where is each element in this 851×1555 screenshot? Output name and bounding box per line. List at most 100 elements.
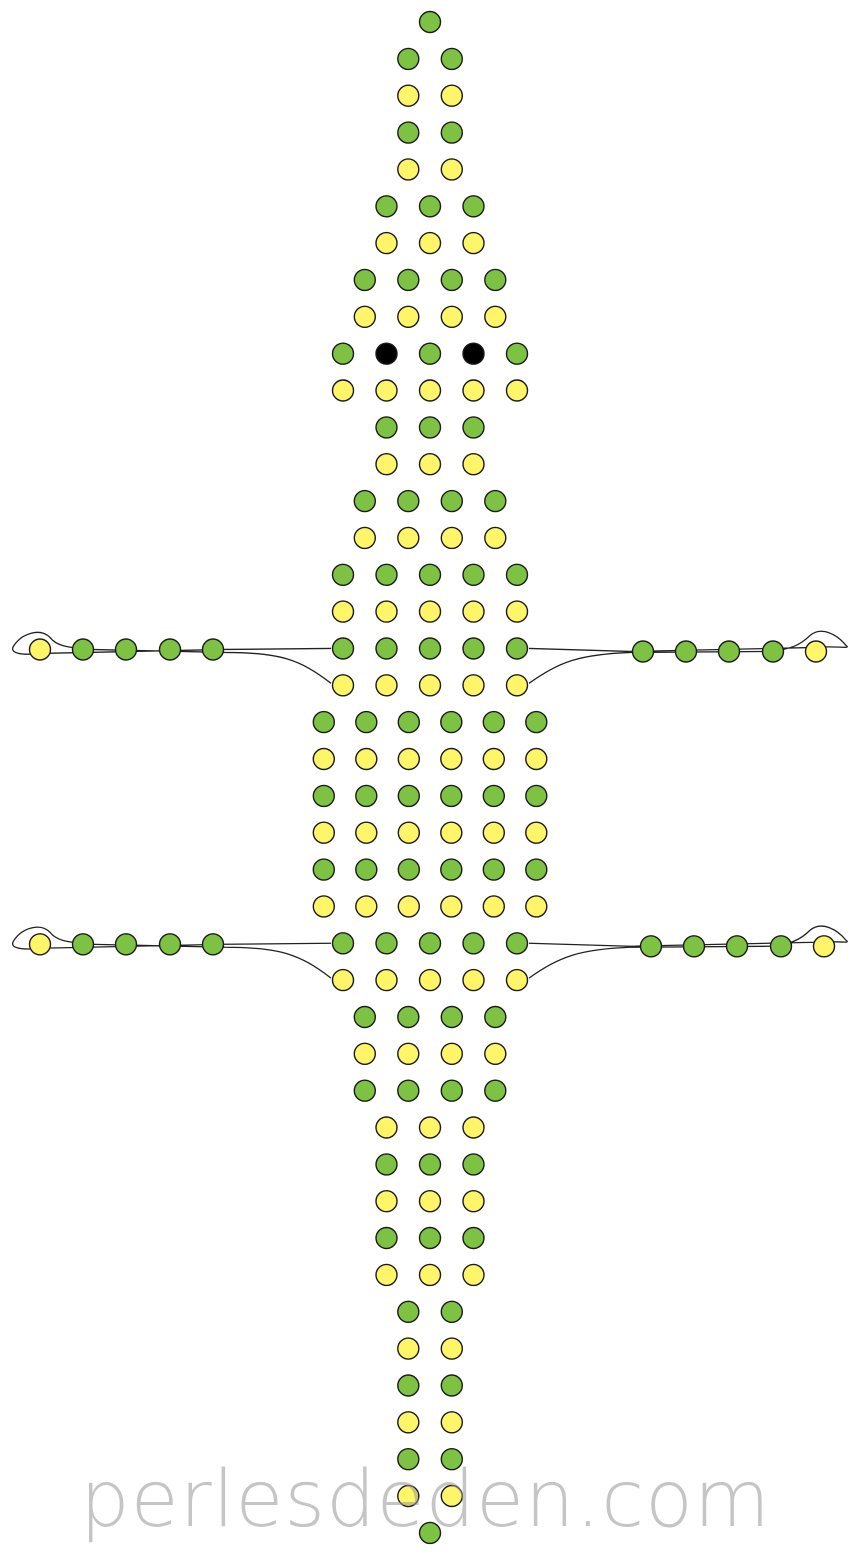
green-bead	[355, 784, 378, 808]
green-bead	[440, 489, 463, 513]
green-bead	[397, 121, 420, 144]
yellow-bead	[462, 379, 485, 402]
left-leg-wire	[12, 631, 332, 684]
yellow-bead	[525, 895, 548, 918]
green-bead	[418, 342, 442, 365]
yellow-bead	[440, 84, 463, 107]
green-bead	[525, 858, 548, 881]
green-bead	[355, 858, 378, 881]
green-bead	[525, 784, 548, 808]
yellow-bead	[355, 747, 378, 771]
yellow-bead	[462, 1263, 485, 1287]
green-bead	[71, 933, 95, 956]
yellow-bead	[482, 895, 505, 918]
yellow-bead	[418, 379, 442, 402]
green-bead	[312, 784, 335, 808]
green-bead	[440, 858, 463, 881]
yellow-bead	[397, 895, 420, 918]
yellow-bead	[440, 526, 463, 550]
yellow-bead	[440, 821, 463, 844]
green-bead	[462, 1153, 485, 1176]
green-bead	[201, 933, 225, 956]
green-bead	[418, 416, 442, 439]
green-bead	[440, 268, 463, 292]
bead-grid	[28, 10, 836, 1545]
yellow-bead	[355, 821, 378, 844]
green-bead	[440, 1079, 463, 1102]
yellow-bead	[462, 453, 485, 476]
yellow-bead	[353, 1042, 376, 1066]
yellow-bead	[418, 968, 442, 992]
yellow-bead	[440, 895, 463, 918]
yellow-bead	[440, 1042, 463, 1066]
green-bead	[418, 563, 442, 586]
green-bead	[440, 47, 463, 71]
green-bead	[397, 1447, 420, 1471]
green-bead	[482, 710, 505, 734]
yellow-bead	[375, 674, 398, 697]
green-bead	[312, 710, 335, 734]
yellow-bead	[312, 821, 335, 844]
green-bead	[331, 563, 355, 586]
green-bead	[462, 932, 485, 955]
yellow-bead	[375, 453, 398, 476]
green-bead	[440, 1374, 463, 1397]
green-bead	[639, 935, 663, 958]
yellow-bead	[462, 231, 485, 255]
green-bead	[440, 1005, 463, 1029]
yellow-bead	[505, 600, 529, 623]
green-bead	[375, 637, 398, 660]
green-bead	[418, 1521, 442, 1545]
green-bead	[397, 1300, 420, 1324]
yellow-bead	[418, 674, 442, 697]
green-bead	[397, 268, 420, 292]
green-bead	[484, 1079, 507, 1102]
yellow-bead	[355, 895, 378, 918]
yellow-bead	[505, 968, 529, 992]
left-leg-wire	[12, 926, 332, 979]
yellow-bead	[375, 231, 398, 255]
yellow-bead	[375, 1263, 398, 1287]
yellow-bead	[484, 1042, 507, 1066]
right-leg-wire	[528, 925, 848, 979]
yellow-bead	[462, 968, 485, 992]
green-bead	[355, 710, 378, 734]
eye-bead	[462, 342, 485, 365]
green-bead	[418, 10, 442, 34]
yellow-bead	[440, 1337, 463, 1360]
yellow-bead	[440, 1411, 463, 1434]
yellow-bead	[440, 158, 463, 181]
yellow-bead	[353, 305, 376, 328]
green-bead	[631, 640, 655, 663]
yellow-bead	[331, 379, 355, 402]
green-bead	[418, 1153, 442, 1176]
yellow-bead	[484, 526, 507, 550]
yellow-bead	[375, 1189, 398, 1213]
green-bead	[375, 195, 398, 218]
yellow-bead	[312, 895, 335, 918]
green-bead	[484, 1005, 507, 1029]
green-bead	[331, 342, 355, 365]
green-bead	[505, 932, 529, 955]
green-bead	[674, 640, 698, 663]
green-bead	[505, 342, 529, 365]
green-bead	[397, 710, 420, 734]
green-bead	[505, 563, 529, 586]
yellow-bead	[525, 747, 548, 771]
green-bead	[397, 489, 420, 513]
eye-bead	[375, 342, 398, 365]
green-bead	[114, 638, 138, 661]
yellow-bead	[353, 526, 376, 550]
yellow-bead	[312, 747, 335, 771]
yellow-bead	[462, 600, 485, 623]
green-bead	[769, 935, 793, 958]
green-bead	[462, 563, 485, 586]
green-bead	[440, 1300, 463, 1324]
yellow-bead	[440, 305, 463, 328]
green-bead	[375, 563, 398, 586]
yellow-bead	[331, 674, 355, 697]
yellow-bead	[331, 600, 355, 623]
green-bead	[375, 416, 398, 439]
right-leg-wire	[528, 630, 848, 684]
